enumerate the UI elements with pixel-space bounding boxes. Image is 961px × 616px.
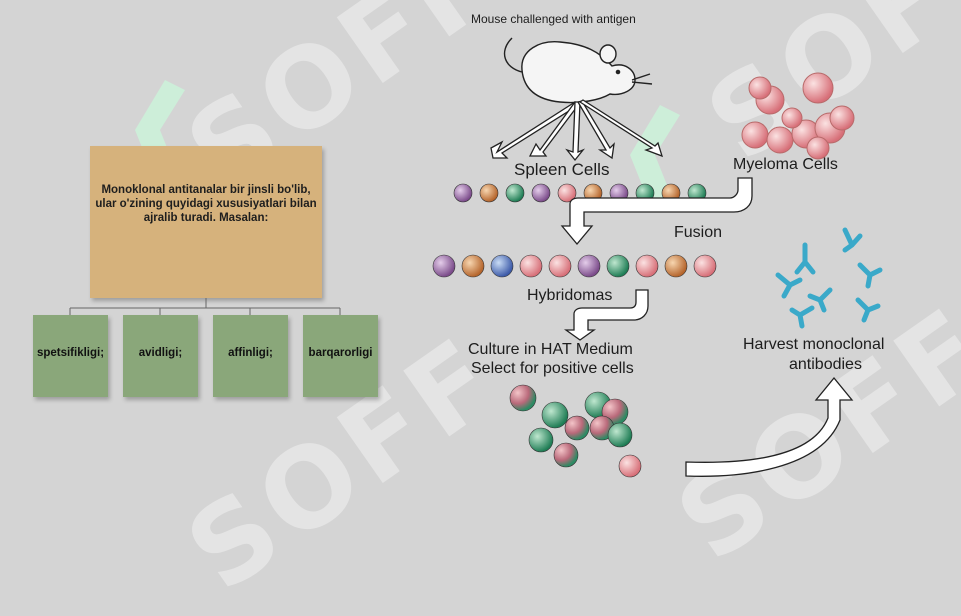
myeloma-cells-icon — [741, 72, 855, 160]
fusion-arrow — [560, 177, 753, 246]
child-node-affinity: affinligi; — [213, 315, 288, 397]
child-node-text: avidligi; — [138, 347, 183, 359]
spleen-cells-label: Spleen Cells — [514, 160, 610, 179]
child-node-avidity: avidligi; — [123, 315, 198, 397]
child-node-stability: barqarorligi — [303, 315, 378, 397]
root-node-text: Monoklonal antitanalar bir jinsli bo'lib… — [95, 184, 317, 224]
culture-arrow — [563, 289, 649, 341]
child-node-text: spetsifikligi; — [36, 347, 105, 359]
harvest-label-line1: Harvest monoclonal — [743, 336, 885, 353]
culture-cells-icon — [509, 384, 642, 478]
child-node-text: affinligi; — [228, 347, 273, 359]
harvest-label-line2: antibodies — [789, 356, 862, 373]
mouse-caption: Mouse challenged with antigen — [471, 12, 636, 26]
child-node-text: barqarorligi — [308, 347, 373, 359]
child-node-specificity: spetsifikligi; — [33, 315, 108, 397]
spleen-arrows — [490, 99, 664, 162]
mouse-icon — [503, 37, 653, 104]
hybridomas-label: Hybridomas — [527, 287, 613, 304]
antibodies-icon — [775, 227, 883, 329]
hybridoma-cell-row — [432, 254, 717, 278]
root-node: Monoklonal antitanalar bir jinsli bo'lib… — [90, 146, 322, 298]
tree-connectors — [69, 298, 341, 315]
fusion-label: Fusion — [674, 224, 723, 241]
hybridoma-process-diagram — [432, 37, 883, 478]
culture-label-line2: Select for positive cells — [471, 360, 634, 377]
myeloma-cells-label: Myeloma Cells — [733, 156, 838, 173]
harvest-arrow — [685, 376, 854, 477]
culture-label-line1: Culture in HAT Medium — [468, 341, 633, 358]
